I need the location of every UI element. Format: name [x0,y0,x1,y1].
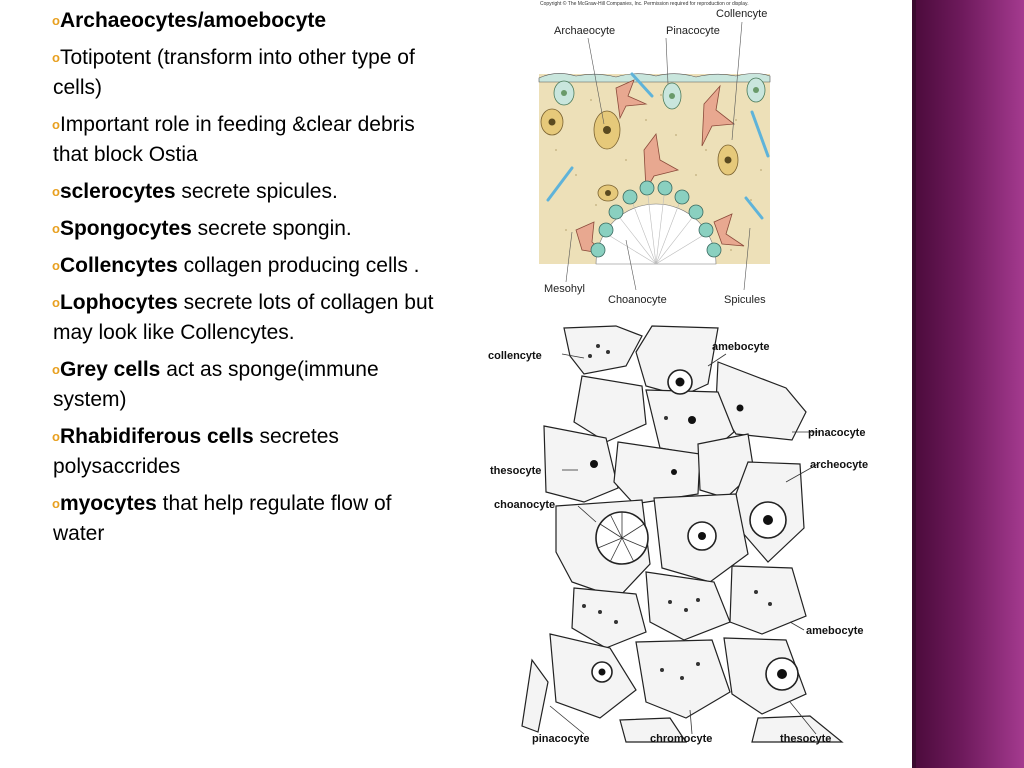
choanocyte-cells [590,180,722,258]
spicule-lines [546,72,770,220]
bullet-marker-icon: o [52,295,60,310]
sidebar-edge [912,0,916,768]
leader-lines [565,21,751,291]
bullet-item: oSpongocytes secrete spongin. [52,214,445,244]
bullet-bold: Grey cells [59,358,161,381]
choanocyte-radial [597,512,647,563]
bullet-bold: sclerocytes [59,180,176,203]
bullet-marker-icon: o [52,117,60,132]
bullet-item: oGrey cells act as sponge(immune system) [52,355,445,415]
drawing-leader-lines [549,353,820,735]
bullet-bold: Archaeocytes/amoebocyte [59,9,327,32]
label-pinacocyte: Pinacocyte [666,25,720,37]
cell-granules [582,344,772,680]
bullet-bold: Rhabidiferous cells [59,425,254,448]
label-choanocyte: Choanocyte [608,294,667,306]
bullet-item: osclerocytes secrete spicules. [52,177,445,207]
label-mesohyl: Mesohyl [544,283,585,295]
decorative-sidebar [912,0,1024,768]
bullet-item: oImportant role in feeding &clear debris… [52,110,445,170]
bullet-bold: myocytes [59,492,157,515]
bullet-text: secrete spicules. [175,180,338,203]
bullet-marker-icon: o [52,184,60,199]
bullet-bold: Spongocytes [59,217,192,240]
bullet-list: oArchaeocytes/amoebocyte oTotipotent (tr… [52,6,445,556]
label-collencyte: Collencyte [716,8,767,20]
bullet-marker-icon: o [52,258,60,273]
bullet-marker-icon: o [52,429,60,444]
bullet-text: secretes polysaccrides [53,425,339,478]
label-amebocyte-top: amebocyte [712,341,769,353]
copyright-text: Copyright © The McGraw-Hill Companies, I… [540,0,749,7]
bullet-item: oTotipotent (transform into other type o… [52,43,445,103]
bullet-item: oLophocytes secrete lots of collagen but… [52,288,445,348]
bullet-marker-icon: o [52,221,60,236]
label-collencyte-2: collencyte [488,350,542,362]
bullet-text: act as sponge(immune system) [53,358,379,411]
label-thesocyte-bottom: thesocyte [780,733,831,745]
label-archeocyte: archeocyte [810,459,868,471]
bullet-marker-icon: o [52,13,60,28]
bullet-marker-icon: o [52,362,60,377]
bullet-bold: Collencytes [59,254,178,277]
bullet-item: oCollencytes collagen producing cells . [52,251,445,281]
label-amebocyte-bottom: amebocyte [806,625,863,637]
label-choanocyte-2: choanocyte [494,499,555,511]
label-thesocyte-left: thesocyte [490,465,541,477]
sponge-tissue-svg: Copyright © The McGraw-Hill Companies, I… [538,0,771,306]
bullet-text: Totipotent (transform into other type of… [53,46,415,99]
pinacocyte-layer [538,73,771,83]
sponge-cell-drawing: collencyte amebocyte pinacocyte thesocyt… [486,322,890,746]
sponge-tissue-diagram: Copyright © The McGraw-Hill Companies, I… [536,0,776,310]
bullet-item: oRhabidiferous cells secretes polysaccri… [52,422,445,482]
bullet-item: omyocytes that help regulate flow of wat… [52,489,445,549]
bullet-marker-icon: o [52,50,60,65]
pinacocyte-nuclei [561,87,759,99]
label-spicules: Spicules [724,294,766,306]
slide: oArchaeocytes/amoebocyte oTotipotent (tr… [52,0,890,746]
bullet-text: that help regulate flow of water [53,492,392,545]
archaeocyte-nuclei [548,118,732,196]
bullet-text: secrete lots of collagen but may look li… [53,291,434,344]
bullet-text: secrete spongin. [191,217,352,240]
cell-nucleoli [590,377,787,679]
label-archaeocyte: Archaeocyte [554,25,615,37]
bullet-text: collagen producing cells . [177,254,420,277]
sponge-cell-svg: collencyte amebocyte pinacocyte thesocyt… [488,325,868,745]
mesohyl-texture [555,94,762,251]
choanocyte-flagella [609,195,703,265]
bullet-bold: Lophocytes [59,291,178,314]
bullet-marker-icon: o [52,496,60,511]
label-pinacocyte-bottom: pinacocyte [532,733,589,745]
label-pinacocyte-right: pinacocyte [808,427,865,439]
amoeboid-cells [575,79,745,255]
bullet-item: oArchaeocytes/amoebocyte [52,6,445,36]
choanocyte-chamber [590,180,722,265]
bullet-text: Important role in feeding &clear debris … [53,113,415,166]
label-chromocyte: chromocyte [650,733,712,745]
